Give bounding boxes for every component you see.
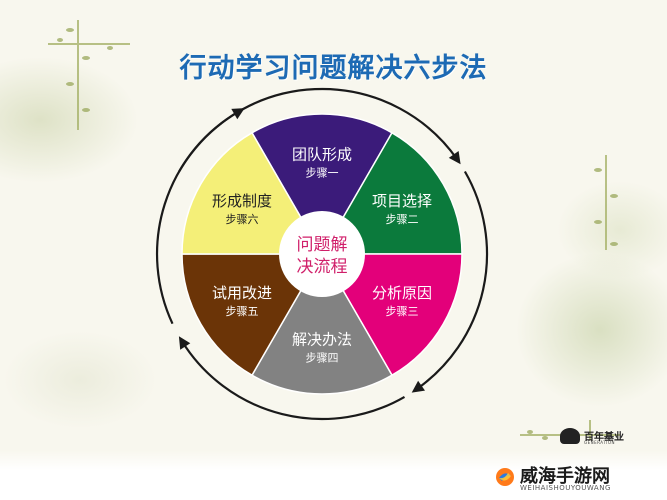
step-2-number: 步骤二 xyxy=(386,213,419,226)
step-1-number: 步骤一 xyxy=(306,167,339,180)
segment-step-2 xyxy=(320,131,463,255)
logo: 百年基业 GENERATION xyxy=(560,426,650,448)
center-hub: 问题解 决流程 xyxy=(279,211,365,297)
ring-arc-bottom xyxy=(181,340,406,421)
center-label-line-1: 问题解 xyxy=(297,235,348,255)
step-2-name: 项目选择 xyxy=(372,192,432,210)
segment-step-6 xyxy=(181,131,324,255)
page-title: 行动学习问题解决六步法 xyxy=(179,53,488,84)
step-3-number: 步骤三 xyxy=(386,305,419,318)
logo-name: 百年基业 xyxy=(584,432,624,443)
segment-step-3 xyxy=(320,253,463,377)
ring-arc-right xyxy=(415,170,489,391)
watermark-bar xyxy=(0,450,667,500)
ring-arrow-left xyxy=(231,108,245,120)
center-label-line-2: 决流程 xyxy=(297,257,348,277)
segment-step-1 xyxy=(250,113,394,256)
segments xyxy=(181,113,463,395)
segment-step-5 xyxy=(181,253,324,377)
step-3-name: 分析原因 xyxy=(372,284,432,302)
step-1-name: 团队形成 xyxy=(292,146,352,164)
ring-arrow-bottom xyxy=(178,336,191,350)
step-5-name: 试用改进 xyxy=(212,284,272,302)
step-5-number: 步骤五 xyxy=(226,305,259,318)
step-6-number: 步骤六 xyxy=(226,213,259,226)
segment-labels: 团队形成 步骤一 项目选择 步骤二 分析原因 步骤三 解决办法 步骤四 试用改进… xyxy=(212,146,432,365)
logo-subtitle: GENERATION xyxy=(584,440,615,445)
center-circle xyxy=(279,211,365,297)
ring-arc-left xyxy=(155,110,241,325)
ring-arrow-top xyxy=(448,151,461,165)
watermark-subtitle: WEIHAISHOUYOUWANG xyxy=(520,484,611,492)
segment-step-4 xyxy=(250,252,394,395)
watermark-swirl-icon xyxy=(496,468,514,486)
ring-arrow-right xyxy=(411,380,425,393)
logo-mark-icon xyxy=(560,428,580,444)
watermark-name: 威海手游网 xyxy=(520,466,610,487)
step-6-name: 形成制度 xyxy=(212,192,272,210)
outer-ring xyxy=(155,87,489,421)
step-4-number: 步骤四 xyxy=(306,351,339,364)
step-4-name: 解决办法 xyxy=(292,330,352,348)
